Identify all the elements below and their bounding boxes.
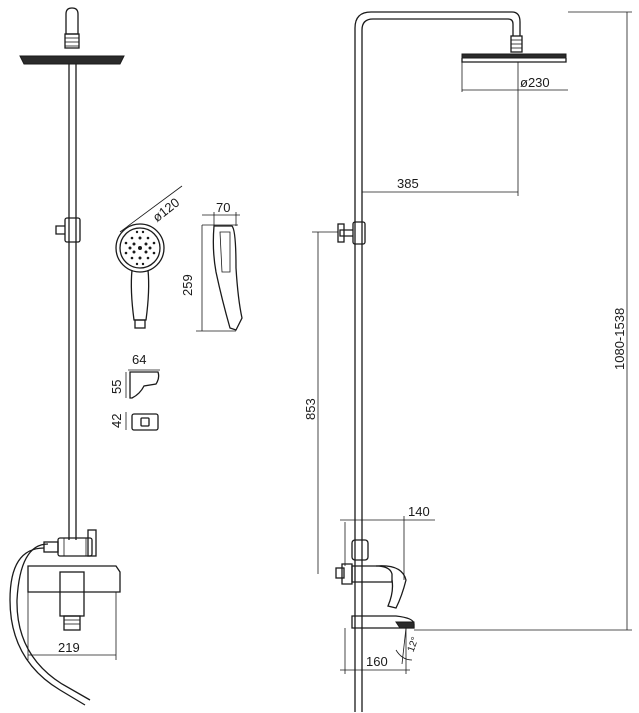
dim-label-120: ø120 bbox=[150, 195, 183, 225]
dim-label-385: 385 bbox=[397, 176, 419, 191]
dim-label-853: 853 bbox=[303, 398, 318, 420]
dim-label-55: 55 bbox=[109, 380, 124, 394]
hand-shower-side: 70 259 bbox=[180, 200, 243, 332]
dim-label-219: 219 bbox=[58, 640, 80, 655]
dim-label-259: 259 bbox=[180, 274, 195, 296]
dim-label-12deg: 12° bbox=[406, 636, 422, 654]
dim-mixer-width: 219 bbox=[27, 592, 117, 660]
shower-hose-front bbox=[9, 547, 86, 706]
dim-label-140: 140 bbox=[408, 504, 430, 519]
dim-label-height-range: 1080-1538 bbox=[612, 308, 627, 370]
side-view: ø230 385 853 1080-1538 140 bbox=[303, 11, 632, 712]
wall-holder-upper: 64 55 bbox=[109, 352, 160, 399]
dim-label-70: 70 bbox=[216, 200, 230, 215]
front-view: 219 bbox=[9, 7, 125, 706]
shower-rail-front bbox=[55, 64, 81, 540]
dim-label-160: 160 bbox=[366, 654, 388, 669]
dim-label-64: 64 bbox=[132, 352, 146, 367]
overhead-shower-head-front bbox=[19, 7, 125, 65]
dim-label-42: 42 bbox=[109, 414, 124, 428]
dim-label-230: ø230 bbox=[520, 75, 550, 90]
thermostatic-mixer-front bbox=[27, 529, 121, 631]
wall-holder-lower: 42 bbox=[109, 412, 159, 431]
mixer-side bbox=[335, 539, 415, 629]
hand-shower-front: ø120 bbox=[115, 185, 183, 329]
